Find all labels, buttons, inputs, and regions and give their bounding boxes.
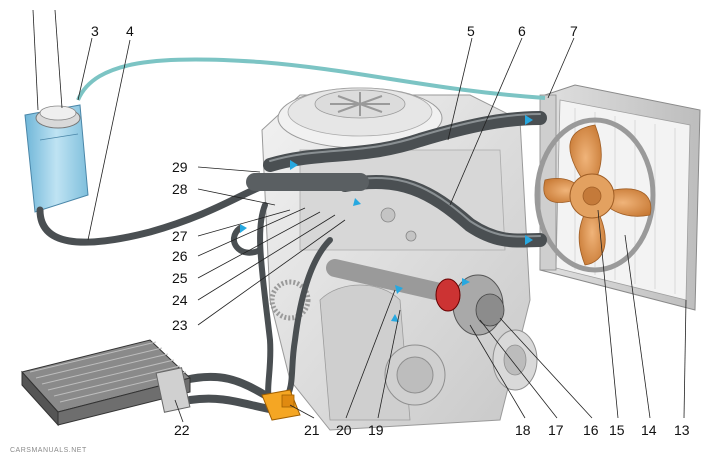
callout-labels: 3 4 5 6 7 13 14 15 16 17 18 19 20 21 22 …: [91, 23, 690, 438]
callout-23: 23: [172, 317, 188, 333]
leader-lines: [32, 9, 687, 423]
callout-28: 28: [172, 181, 188, 197]
radiator-fan: [534, 117, 656, 273]
heater-tap: [261, 389, 301, 421]
callout-27: 27: [172, 228, 188, 244]
callout-6: 6: [518, 23, 526, 39]
callout-19: 19: [368, 422, 384, 438]
callout-29: 29: [172, 159, 188, 175]
coolant-hoses: [36, 111, 547, 414]
air-filter: [277, 87, 443, 149]
callout-20: 20: [336, 422, 352, 438]
callout-3: 3: [91, 23, 99, 39]
callout-26: 26: [172, 248, 188, 264]
water-pump: [435, 274, 505, 336]
callout-7: 7: [570, 23, 578, 39]
callout-22: 22: [174, 422, 190, 438]
callout-13: 13: [674, 422, 690, 438]
expansion-tank: [24, 104, 89, 213]
callout-21: 21: [304, 422, 320, 438]
callout-4: 4: [126, 23, 134, 39]
callout-17: 17: [548, 422, 564, 438]
callout-24: 24: [172, 292, 188, 308]
heater-core: [21, 339, 191, 427]
watermark: CARSMANUALS.NET: [10, 447, 87, 454]
callout-5: 5: [467, 23, 475, 39]
callout-14: 14: [641, 422, 657, 438]
overflow-line: [76, 57, 546, 101]
callout-18: 18: [515, 422, 531, 438]
callout-25: 25: [172, 270, 188, 286]
coolant-flow-arrows: [240, 115, 533, 322]
callout-16: 16: [583, 422, 599, 438]
callout-15: 15: [609, 422, 625, 438]
